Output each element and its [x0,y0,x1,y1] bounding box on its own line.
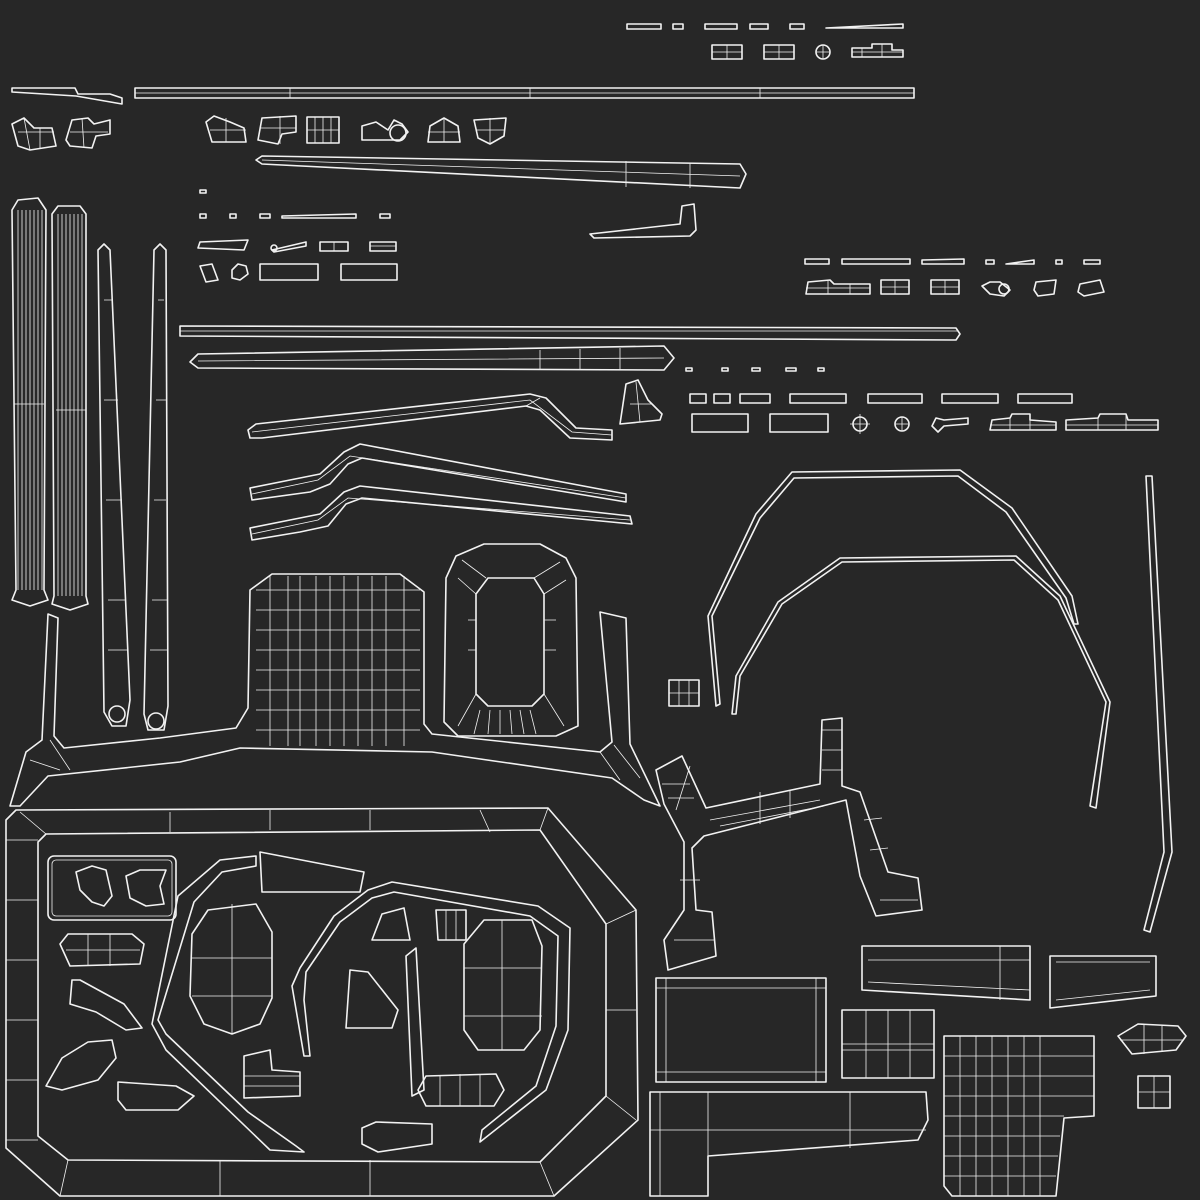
uv-island-long-strap-1 [97,243,131,727]
uv-island-box-panel-3 [655,977,827,1083]
uv-island-arch-tube-2 [731,555,1111,809]
uv-island-group-top-right-row2 [711,43,904,60]
uv-island-long-bar-top [134,87,915,99]
uv-island-seat-frame [443,543,579,737]
uv-island-bent-bar-3 [249,485,633,541]
uv-island-long-bar-middle [179,325,961,341]
uv-island-chassis-frame [9,573,661,807]
uv-island-box-panel-2 [1049,955,1157,1009]
uv-island-group-top-right-row1 [626,23,904,30]
uv-island-tapered-rod-1 [255,155,747,189]
uv-island-bent-leg [655,717,923,971]
uv-island-cylinder-1 [11,197,49,607]
uv-island-box-panel-1 [861,945,1031,1001]
uv-island-vertical-rail [1143,475,1173,933]
uv-island-small-row-mid-right [619,367,1159,434]
uv-island-bent-bar-2 [249,443,627,503]
uv-island-box-panel-5 [649,1091,929,1197]
uv-island-bent-bar-1 [247,393,613,441]
uv-island-long-strap-2 [143,243,169,731]
uv-island-arch-tube-1 [707,469,1079,707]
uv-island-hook [589,203,697,239]
uv-island-group-right-row2 [805,279,1105,297]
uv-island-tapered-rod-2 [189,345,675,371]
uv-island-row-small-shapes [11,115,507,151]
uv-island-box-panel-6 [943,1035,1095,1197]
uv-island-small-row-left [197,189,398,283]
uv-island-cylinder-2 [51,205,89,611]
uv-island-small-shape-right [1117,1023,1187,1109]
uv-island-strip-top-left [11,87,123,105]
uv-island-group-right-row1 [804,258,1101,265]
uv-island-box-panel-4 [841,1009,935,1079]
uv-island-floor-panel [5,807,639,1197]
uv-island-small-box [668,679,700,707]
